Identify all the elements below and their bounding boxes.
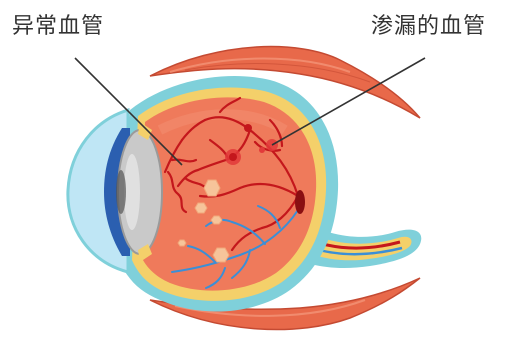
optic-disc xyxy=(295,190,305,214)
